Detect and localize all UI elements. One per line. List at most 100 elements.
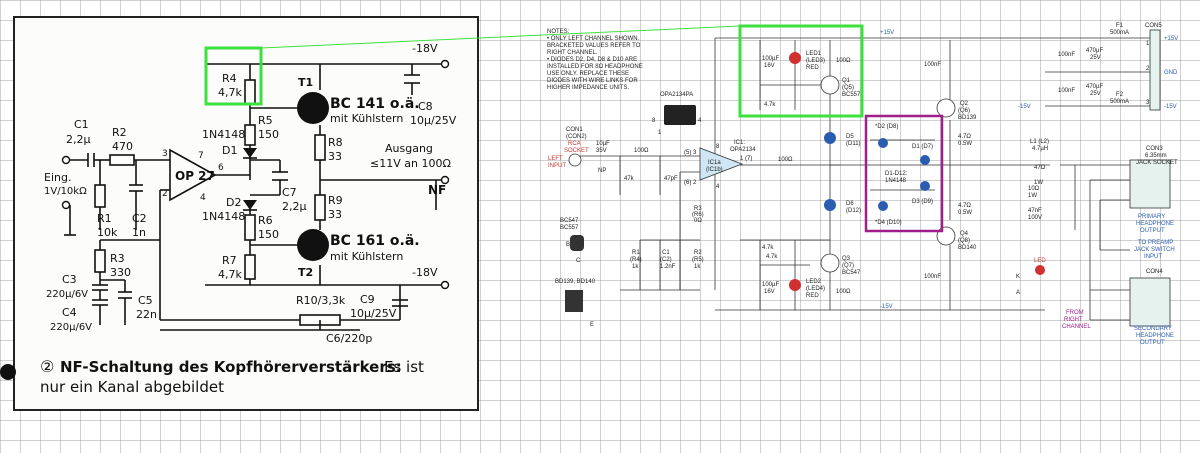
note-line-9: HIGHER IMPEDANCE UNITS. xyxy=(547,85,629,91)
supply-neg-label: -18V xyxy=(412,266,438,279)
diode-d3-icon xyxy=(920,181,930,191)
output-label: Ausgang xyxy=(385,142,433,155)
c7-label: C7 xyxy=(282,186,297,199)
con3-label: CON3 xyxy=(1146,146,1163,152)
caption-rest: Es ist xyxy=(384,358,424,376)
c47p: 47pF xyxy=(664,176,678,182)
d2-label: D2 xyxy=(226,196,241,209)
diode-range-label: D1-D12: xyxy=(885,171,908,177)
rail-neg-side: -15V xyxy=(1018,104,1031,110)
c100u-bot: 100µF xyxy=(762,282,779,288)
l1-label: L1 (L2) xyxy=(1030,139,1049,145)
t1-label: T1 xyxy=(298,76,313,89)
bc547-package-icon xyxy=(570,235,584,251)
transistor-q1 xyxy=(820,75,840,95)
primary-3: OUTPUT xyxy=(1140,228,1165,234)
note-line-2: • ONLY LEFT CHANNEL SHOWN. xyxy=(547,36,640,42)
chip-pin-8: 8 xyxy=(652,118,656,124)
secondary-1: SECONDARY xyxy=(1134,326,1172,332)
r10-label: R10/3,3k xyxy=(296,294,346,307)
ic1-label: IC1: xyxy=(734,140,745,146)
primary-2: HEADPHONE xyxy=(1136,221,1174,227)
r100-a: 100Ω xyxy=(634,148,649,154)
transistor-q3 xyxy=(820,253,840,273)
r47-a: 4.7Ω xyxy=(958,134,971,140)
d11-label: (D11) xyxy=(846,141,861,147)
con3-desc2: JACK SOCKET xyxy=(1136,160,1178,166)
pin-b: B xyxy=(566,242,570,248)
r47k-top: 4.7k xyxy=(764,102,776,108)
note-line-3: BRACKETED VALUES REFER TO xyxy=(547,43,641,49)
right-highlight-purple xyxy=(864,114,944,233)
c47n-voltage: 100V xyxy=(1028,215,1042,221)
r3-label: R3 xyxy=(694,206,702,212)
pin-c: C xyxy=(576,258,581,264)
left-schematic: -18V -18V R4 4,7k T1 BC 141 o.ä. mit Küh… xyxy=(0,16,479,411)
preamp-2: JACK SWITCH xyxy=(1134,247,1175,253)
c2-label: (C2) xyxy=(660,257,672,263)
preamp-1: TO PREAMP xyxy=(1138,240,1173,246)
diode-d2-icon xyxy=(878,138,888,148)
c2-label: C2 xyxy=(132,212,147,225)
bd139-label: BD139, BD140 xyxy=(555,279,596,285)
rail-neg-label: -15V xyxy=(880,304,893,310)
con1-label: CON1 xyxy=(566,127,583,133)
led1-label: LED1 xyxy=(806,51,822,57)
r3-label: R3 xyxy=(110,252,125,265)
c100n-top: 100nF xyxy=(924,62,941,68)
r10-label: 10Ω xyxy=(1028,186,1040,192)
d2-label: *D2 (D8) xyxy=(875,124,898,130)
q3-label: Q3 xyxy=(842,256,851,262)
c1-label: C1 xyxy=(662,250,670,256)
left-panel-frame xyxy=(13,16,479,411)
con5-m15: -15V xyxy=(1164,104,1177,110)
c9-value: 10µ/25V xyxy=(350,307,397,320)
con4-label: CON4 xyxy=(1146,269,1163,275)
con5-gnd: GND xyxy=(1164,70,1178,76)
output-spec: ≤11V an 100Ω xyxy=(370,157,451,170)
c100n-bot: 100nF xyxy=(924,274,941,280)
q2-type: BD139 xyxy=(958,115,977,121)
chip-pin-4: 4 xyxy=(698,118,702,124)
opa2134-chip-icon xyxy=(664,105,696,125)
c1-value: 2,2µ xyxy=(66,133,91,146)
cin-voltage: 35V xyxy=(596,148,607,154)
led-legend-k: K xyxy=(1016,274,1020,280)
pin-8: 8 xyxy=(716,144,720,150)
r8-value: 33 xyxy=(328,150,342,163)
led-legend-icon xyxy=(1035,265,1045,275)
c5-label: C5 xyxy=(138,294,153,307)
bc557-label: BC557 xyxy=(560,225,579,231)
c47n-label: 47nF xyxy=(1028,208,1042,214)
con5-pin-2: 2 xyxy=(1146,66,1150,72)
diode-d5-icon xyxy=(824,132,836,144)
d2-type: 1N4148 xyxy=(202,210,245,223)
d1-label: D1 xyxy=(222,144,237,157)
r4-label: (R4) xyxy=(630,257,642,263)
t1-note: mit Kühlstern xyxy=(330,112,403,125)
c470-b: 470µF xyxy=(1086,84,1103,90)
con3-desc: 6.35mm xyxy=(1145,153,1167,159)
led2-label: LED2 xyxy=(806,279,822,285)
c100n-b: 100nF xyxy=(1058,88,1075,94)
opamp-pin-4: 4 xyxy=(200,193,206,203)
caption-number: ② xyxy=(40,357,54,376)
note-line-7: USE ONLY. REPLACE THESE xyxy=(547,71,629,77)
r9-value: 33 xyxy=(328,208,342,221)
caption-bullet xyxy=(0,364,16,380)
r2-label: R2 xyxy=(694,250,702,256)
ic-body-2: (IC1b) xyxy=(706,167,723,173)
cin-value: 10µF xyxy=(596,141,610,147)
led2-icon xyxy=(789,279,801,291)
r7-value: 4,7k xyxy=(218,268,242,281)
red2-label: RED xyxy=(806,293,819,299)
q1-label: Q1 xyxy=(842,78,851,84)
from-right-3: CHANNEL xyxy=(1062,324,1091,330)
pin-7: 1 (7) xyxy=(740,156,752,162)
led-legend-label: LED xyxy=(1034,258,1046,264)
r47k: 47k xyxy=(624,176,635,182)
caption-line2: nur ein Kanal abgebildet xyxy=(40,378,224,396)
ic-body: IC1a xyxy=(708,160,721,166)
c100n-a: 100nF xyxy=(1058,52,1075,58)
